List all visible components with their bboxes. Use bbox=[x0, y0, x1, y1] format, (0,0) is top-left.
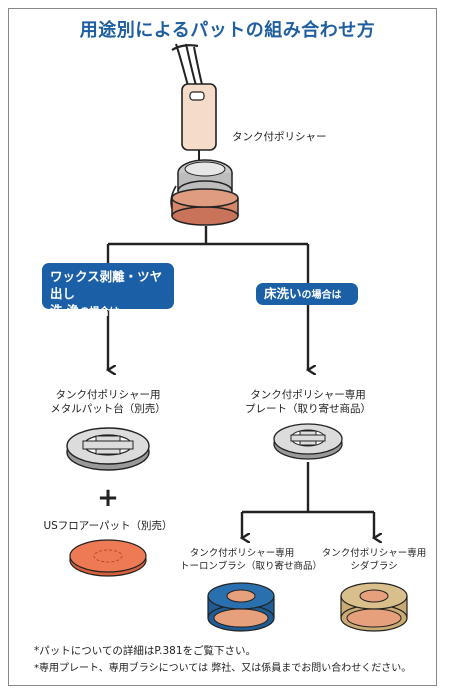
shida-brush-label-line2: シダブラシ bbox=[350, 561, 398, 572]
plate-label-line1: タンク付ポリシャー専用 bbox=[250, 389, 366, 401]
diagram-title: 用途別によるパットの組み合わせ方 bbox=[79, 20, 376, 41]
shida-brush bbox=[340, 582, 408, 632]
flow-lines bbox=[108, 226, 374, 538]
metal-pad-holder-label-line1: タンク付ポリシャー用 bbox=[55, 389, 161, 401]
tolon-brush-label-line1: タンク付ポリシャー専用 bbox=[189, 548, 295, 559]
metal-pad-holder-label: タンク付ポリシャー用 メタルパット台（別売） bbox=[48, 388, 168, 416]
branch-box-wax-strip: ワックス剥離・ツヤ出し 洗 浄の場合は bbox=[42, 263, 174, 318]
tolon-brush-label-line2: トーロンブラシ（取り寄せ商品） bbox=[180, 561, 323, 572]
plate-label: タンク付ポリシャー専用 プレート（取り寄せ商品） bbox=[240, 388, 376, 416]
branch-left-line1: ワックス剥離・ツヤ出し bbox=[50, 269, 163, 301]
branch-left-small: の場合は bbox=[79, 307, 120, 318]
branch-box-floor-wash: 床洗いの場合は bbox=[256, 283, 358, 305]
polisher-label: タンク付ポリシャー bbox=[232, 131, 327, 143]
footnote-1: *パットについての詳細はP.381をご覧下さい。 bbox=[34, 645, 257, 657]
shida-brush-label-line1: タンク付ポリシャー専用 bbox=[321, 548, 427, 559]
diagram-frame bbox=[8, 8, 437, 686]
metal-pad-holder bbox=[66, 427, 150, 471]
plus-sign: + bbox=[97, 483, 119, 513]
floor-pad bbox=[69, 539, 147, 577]
branch-right-small: の場合は bbox=[301, 290, 342, 301]
polisher-illustration bbox=[170, 43, 239, 226]
tolon-brush bbox=[207, 582, 275, 632]
branch-left-main: 洗 浄 bbox=[50, 303, 80, 318]
plate bbox=[273, 423, 343, 460]
branch-right-main: 床洗い bbox=[264, 286, 302, 301]
plate-label-line2: プレート（取り寄せ商品） bbox=[245, 403, 371, 415]
floor-pad-label: USフロアーパット（別売） bbox=[43, 520, 173, 532]
tolon-brush-label: タンク付ポリシャー専用 トーロンブラシ（取り寄せ商品） bbox=[180, 547, 323, 573]
shida-brush-label: タンク付ポリシャー専用 シダブラシ bbox=[318, 547, 430, 573]
metal-pad-holder-label-line2: メタルパット台（別売） bbox=[50, 403, 166, 415]
footnote-2: *専用プレート、専用ブラシについては 弊社、又は係員までお問い合わせください。 bbox=[34, 663, 412, 674]
branch-left-line2: 洗 浄の場合は bbox=[50, 302, 166, 321]
